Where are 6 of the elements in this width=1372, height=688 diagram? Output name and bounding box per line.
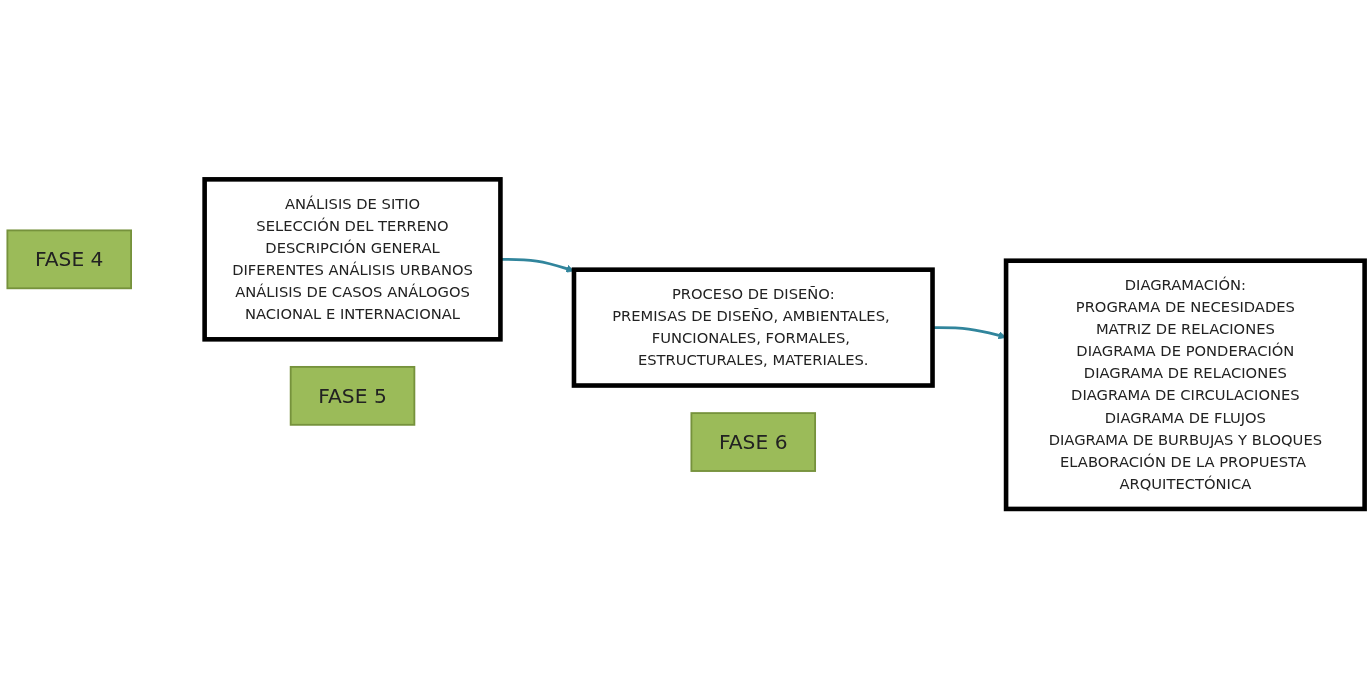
- node-box: FASE 4: [6, 229, 132, 290]
- node-box: FASE 5: [289, 365, 416, 426]
- node-box: ANÁLISIS DE SITIO SELECCIÓN DEL TERRENO DESCRIPCIÓN GENERAL DIFERENTES ANÁLISIS URBANOS ANÁLISIS DE CASOS ANÁLOGOS NACIONAL E INTERNACIONAL: [202, 176, 503, 342]
- node-box: DIAGRAMACIÓN: PROGRAMA DE NECESIDADES MATRIZ DE RELACIONES DIAGRAMA DE PONDERACIÓN DIAGRAMA DE RELACIONES DIAGRAMA DE CIRCULACIONES DIAGRAMA DE FLUJOS DIAGRAMA DE BURBUJAS Y BLOQUES ELABORACIÓN DE LA PROPUESTA ARQUITECTÓNICA: [1003, 258, 1367, 512]
- node-box: FASE 6: [690, 412, 816, 472]
- node-box: PROCESO DE DISEÑO: PREMISAS DE DISEÑO, AMBIENTALES, FUNCIONALES, FORMALES, ESTRUCTURALES, MATERIALES.: [571, 267, 935, 388]
